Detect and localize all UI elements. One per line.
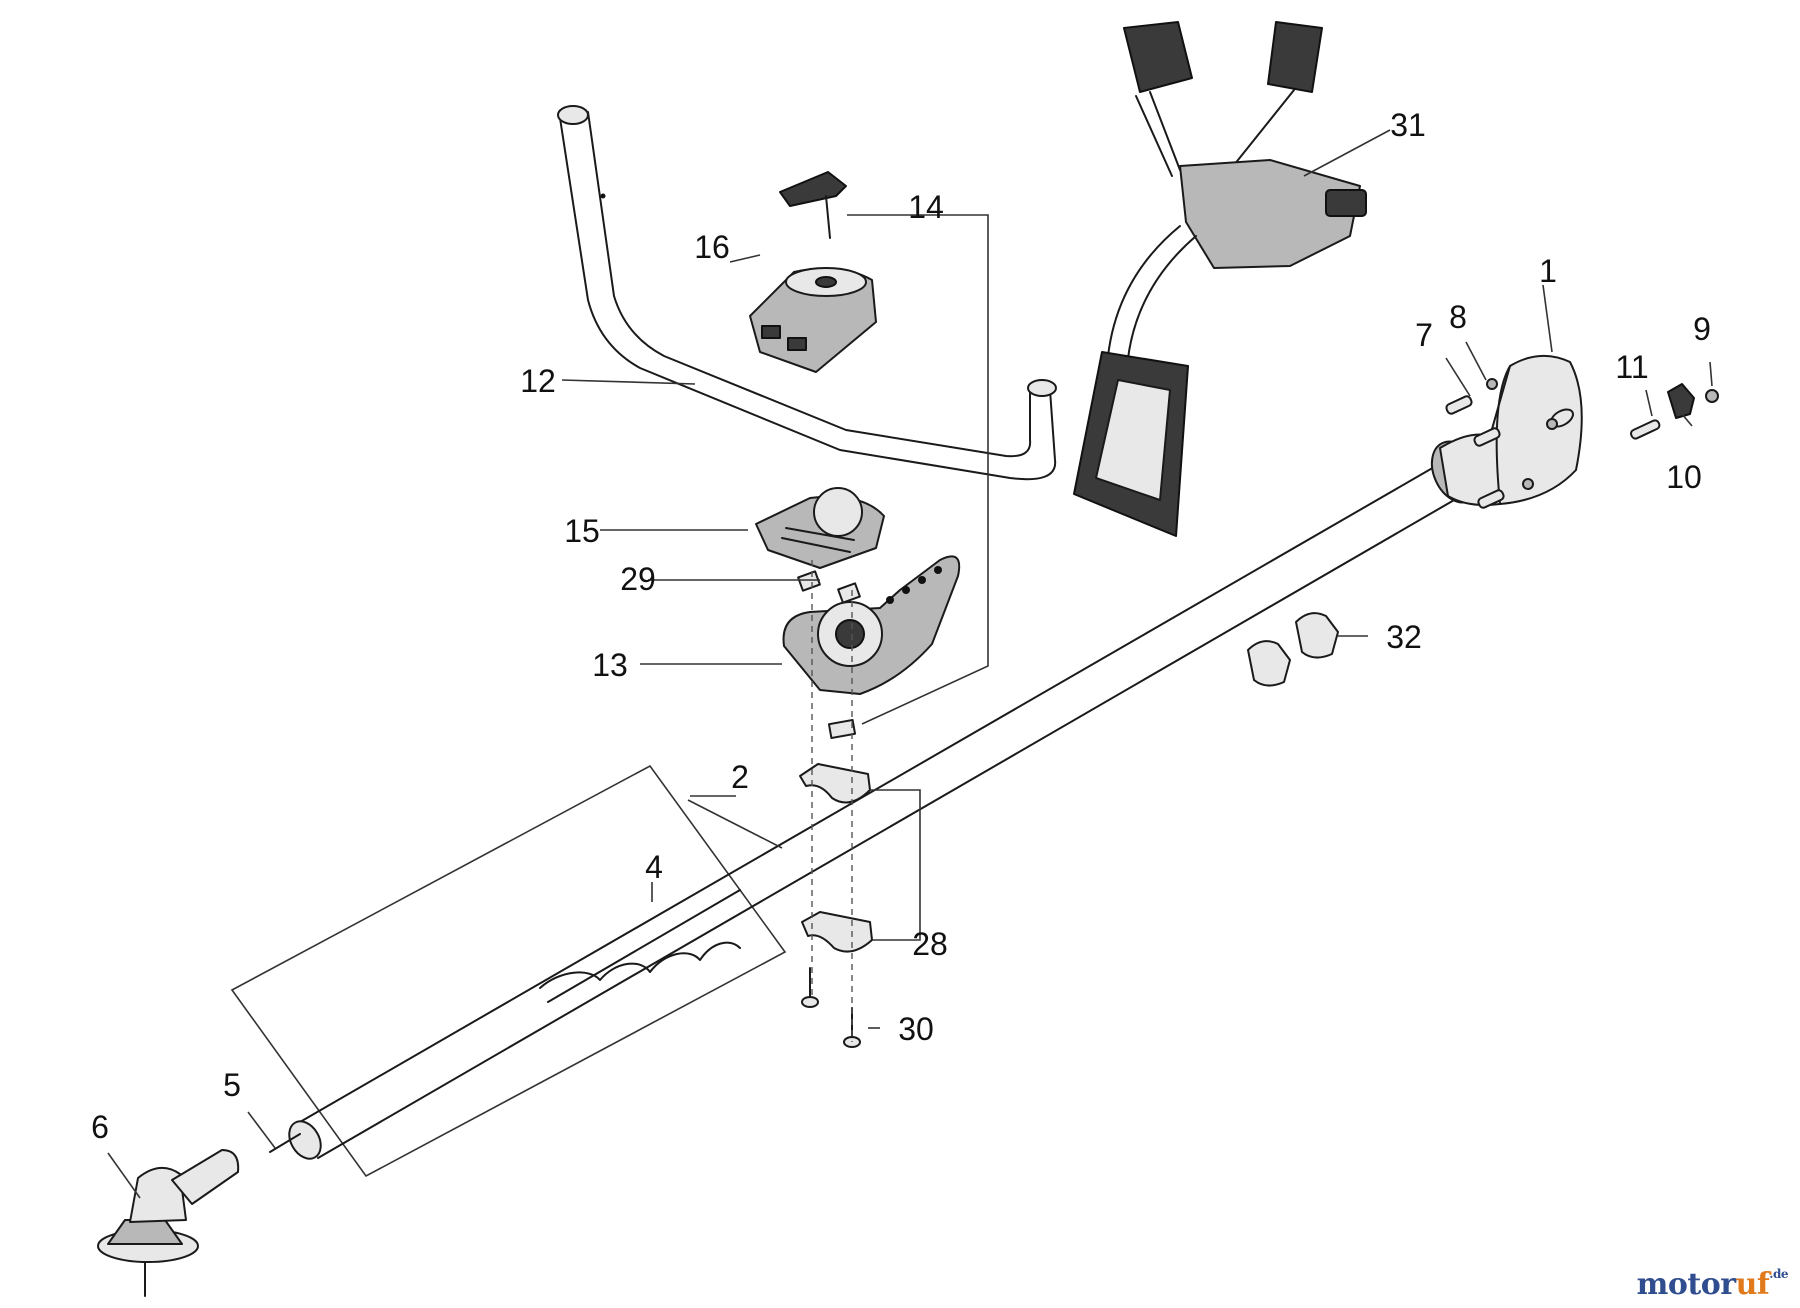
callout-8: 8 (1449, 299, 1467, 335)
handle-mount (782, 555, 961, 695)
callout-13: 13 (592, 647, 628, 683)
callout-31: 31 (1390, 107, 1426, 143)
callout-7: 7 (1415, 317, 1433, 353)
shaft-wire (269, 1133, 301, 1153)
callout-1: 1 (1539, 253, 1557, 289)
handle-bar (557, 105, 1057, 481)
callout-4: 4 (645, 849, 663, 885)
callout-29: 29 (620, 561, 656, 597)
callout-5: 5 (223, 1067, 241, 1103)
square-nuts (797, 570, 861, 604)
clamp-top (749, 267, 877, 373)
callout-2: 2 (731, 759, 749, 795)
callout-15: 15 (564, 513, 600, 549)
callout-6: 6 (91, 1109, 109, 1145)
callout-14: 14 (908, 189, 944, 225)
clamp-bottom (755, 487, 885, 569)
watermark-logo: motoruf.de (1636, 1267, 1789, 1302)
callout-9: 9 (1693, 311, 1711, 347)
callout-16: 16 (694, 229, 730, 265)
callout-10: 10 (1666, 459, 1702, 495)
callout-12: 12 (520, 363, 556, 399)
callout-28: 28 (912, 926, 948, 962)
cable-clips (1247, 612, 1339, 687)
small-parts-9-10-11 (1630, 383, 1719, 440)
callout-11: 11 (1615, 349, 1648, 385)
clamp-lever (779, 171, 847, 239)
drive-tube (288, 454, 1469, 1160)
group-box-drive-shaft (230, 764, 787, 1178)
callout-32: 32 (1386, 619, 1422, 655)
shoulder-harness (1073, 21, 1367, 537)
mount-spacer (827, 719, 857, 739)
flex-shaft (539, 889, 741, 1003)
housing-screws (1445, 378, 1558, 509)
gear-head (97, 1149, 240, 1297)
callout-30: 30 (898, 1011, 934, 1047)
engine-housing (1430, 354, 1583, 506)
